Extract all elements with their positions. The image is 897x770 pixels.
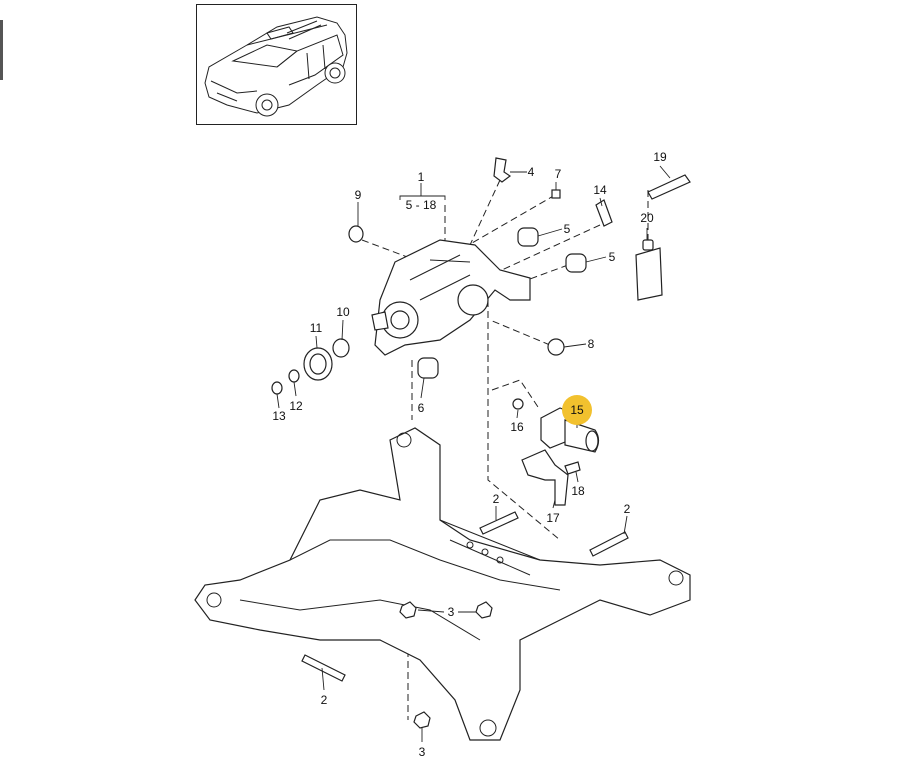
bracket-17[interactable]: [521, 449, 569, 506]
callout-20[interactable]: 20: [640, 211, 654, 225]
seal-8[interactable]: [547, 338, 565, 356]
seal-10[interactable]: [332, 338, 350, 358]
callout-11[interactable]: 11: [310, 321, 323, 335]
callout-labels: 1 5 - 18 2 2 2 3 3 4 5 5 6 7 8 9 10 11 1…: [272, 150, 667, 759]
callout-range-5-18[interactable]: 5 - 18: [406, 198, 437, 212]
callout-18[interactable]: 18: [571, 484, 585, 498]
bolt-2c[interactable]: [301, 654, 346, 682]
ring-12[interactable]: [288, 369, 300, 383]
callout-3[interactable]: 3: [419, 745, 426, 759]
callout-5[interactable]: 5: [609, 250, 616, 264]
bolt-4[interactable]: [493, 157, 512, 183]
side-panel-tab[interactable]: [0, 20, 3, 80]
callout-14[interactable]: 14: [593, 183, 607, 197]
bolt-14[interactable]: [595, 199, 613, 227]
callout-16[interactable]: 16: [510, 420, 524, 434]
callout-8[interactable]: 8: [588, 337, 595, 351]
differential-housing[interactable]: [371, 239, 531, 356]
suv-car-illustration: [204, 16, 348, 117]
grease-tube-19[interactable]: [647, 174, 691, 200]
callout-3[interactable]: 3: [448, 605, 455, 619]
oil-bottle-20[interactable]: [635, 247, 663, 301]
rear-subframe[interactable]: [194, 427, 691, 741]
bushing-5a[interactable]: [517, 227, 539, 247]
callout-4[interactable]: 4: [528, 165, 535, 179]
bolt-2a[interactable]: [479, 511, 519, 535]
callout-15[interactable]: 15: [570, 403, 584, 417]
flange-11-inner[interactable]: [309, 353, 327, 375]
callout-9[interactable]: 9: [355, 188, 362, 202]
vehicle-thumbnail: [196, 4, 357, 125]
selected-part-highlight: [562, 395, 592, 425]
nut-3c[interactable]: [413, 711, 431, 729]
callout-1[interactable]: 1: [418, 170, 425, 184]
callout-12[interactable]: 12: [289, 399, 303, 413]
o-ring-16[interactable]: [512, 398, 524, 410]
ring-13[interactable]: [271, 381, 283, 395]
callout-2[interactable]: 2: [624, 502, 631, 516]
callout-6[interactable]: 6: [418, 401, 425, 415]
oil-bottle-cap[interactable]: [642, 239, 654, 251]
callout-13[interactable]: 13: [272, 409, 286, 423]
group-bracket: [399, 183, 446, 200]
callout-5[interactable]: 5: [564, 222, 571, 236]
bolt-18[interactable]: [564, 461, 581, 475]
callout-2[interactable]: 2: [321, 693, 328, 707]
callout-10[interactable]: 10: [336, 305, 350, 319]
bushing-6[interactable]: [417, 357, 439, 379]
bolt-2b[interactable]: [589, 531, 629, 557]
nut-7[interactable]: [551, 189, 561, 199]
bushing-5b[interactable]: [565, 253, 587, 273]
actuator-motor-15[interactable]: [540, 407, 600, 453]
callout-2[interactable]: 2: [493, 492, 500, 506]
callout-17[interactable]: 17: [546, 511, 560, 525]
callout-19[interactable]: 19: [653, 150, 667, 164]
seal-9[interactable]: [348, 225, 364, 243]
callout-7[interactable]: 7: [555, 167, 562, 181]
callout-leaders: [276, 165, 671, 742]
nut-3a[interactable]: [399, 601, 417, 619]
